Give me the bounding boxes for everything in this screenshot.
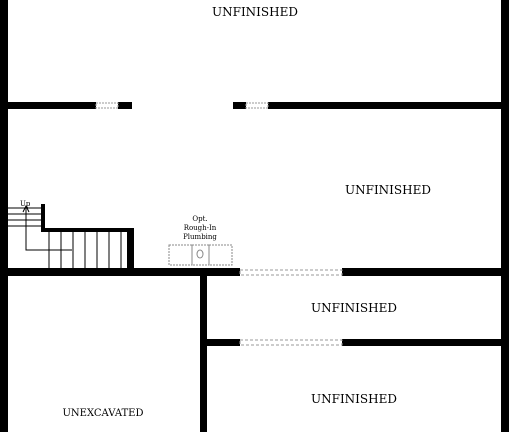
top-room-wall-mid-right xyxy=(233,102,246,109)
staircase xyxy=(8,204,122,268)
stair-direction-arrow xyxy=(25,208,72,251)
opening-lower-rooms xyxy=(239,339,343,346)
lower-wall-left xyxy=(0,268,240,276)
unexcavated-divider-wall xyxy=(200,272,207,432)
lower-wall-right xyxy=(342,268,509,276)
plumbing-label-line1: Opt. xyxy=(192,215,207,223)
opening-top-right xyxy=(245,102,269,109)
stair-treads-lower xyxy=(48,232,122,268)
room-label-middle-right: UNFINISHED xyxy=(345,183,431,197)
plumbing-box-center xyxy=(191,244,210,266)
stair-left-wall xyxy=(41,204,45,232)
stair-treads-upper xyxy=(8,207,41,227)
plumbing-label-line2: Rough-In xyxy=(184,224,217,232)
openings xyxy=(95,102,343,346)
plumbing-fixture-icon xyxy=(196,249,204,259)
plumbing-box-left xyxy=(168,244,193,266)
lower-rooms-wall-left xyxy=(200,339,240,346)
plumbing-box-right xyxy=(208,244,233,266)
room-label-bottom-left: UNEXCAVATED xyxy=(62,408,143,419)
top-room-wall-mid-left xyxy=(118,102,132,109)
right-outer-wall xyxy=(501,0,509,432)
room-label-top: UNFINISHED xyxy=(212,5,298,19)
stair-arrow-head xyxy=(22,204,30,213)
opening-top-left xyxy=(95,102,119,109)
lower-rooms-wall-right xyxy=(342,339,509,346)
plumbing-label-line3: Plumbing xyxy=(183,233,217,241)
stair-top-wall xyxy=(41,228,134,232)
stair-right-wall xyxy=(127,228,134,272)
left-outer-wall xyxy=(0,0,8,432)
opening-middle-lower xyxy=(239,269,343,276)
stair-up-label: Up xyxy=(20,200,31,208)
top-room-wall-left xyxy=(0,102,96,109)
room-label-lower-right: UNFINISHED xyxy=(311,301,397,315)
interior-walls xyxy=(0,102,509,432)
top-room-wall-right xyxy=(268,102,509,109)
room-label-bottom-right: UNFINISHED xyxy=(311,392,397,406)
rough-in-plumbing: Opt. Rough-In Plumbing xyxy=(168,215,233,266)
